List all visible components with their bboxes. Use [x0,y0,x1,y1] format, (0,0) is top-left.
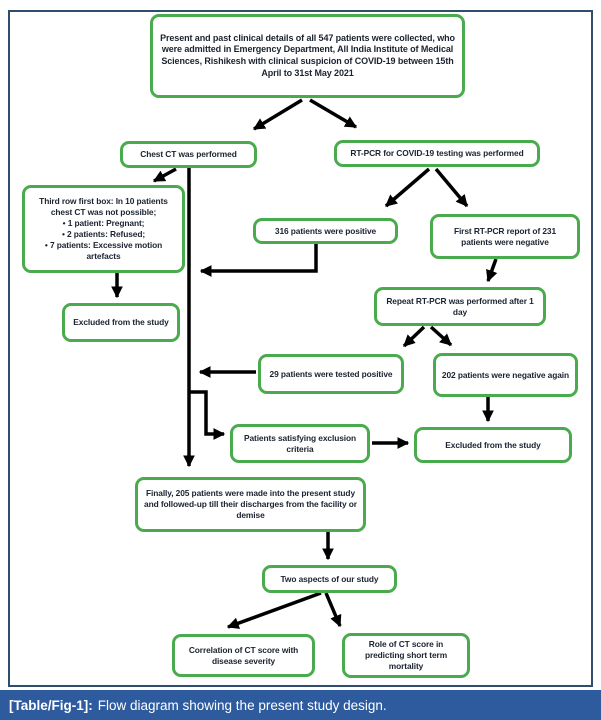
ct-not-possible-bullet-pregnant: 1 patient: Pregnant; [30,218,177,229]
node-rtpcr-performed: RT-PCR for COVID-19 testing was performe… [334,140,540,167]
node-chest-ct-performed: Chest CT was performed [120,141,257,168]
node-202-negative-again: 202 patients were negative again [433,353,578,397]
caption-tag: [Table/Fig-1]: [9,697,93,713]
node-two-aspects: Two aspects of our study [262,565,397,593]
figure-caption: [Table/Fig-1]: Flow diagram showing the … [0,690,601,720]
node-final-205: Finally, 205 patients were made into the… [135,477,366,532]
ct-not-possible-bullet-motion: 7 patients: Excessive motion artefacts [30,240,177,262]
ct-not-possible-intro: Third row first box: In 10 patients ches… [39,196,168,218]
node-ct-severity: Correlation of CT score with disease sev… [172,634,315,677]
node-first-rtpcr-negative: First RT-PCR report of 231 patients were… [430,214,580,259]
node-excluded-left: Excluded from the study [62,303,180,342]
caption-text: Flow diagram showing the present study d… [97,697,387,713]
ct-not-possible-bullet-refused: 2 patients: Refused; [30,229,177,240]
node-excluded-right: Excluded from the study [414,427,572,463]
node-exclusion-criteria: Patients satisfying exclusion criteria [230,424,370,463]
node-29-tested-positive: 29 patients were tested positive [258,354,404,394]
node-patient-collection: Present and past clinical details of all… [150,14,465,98]
node-repeat-rtpcr: Repeat RT-PCR was performed after 1 day [374,287,546,326]
node-316-positive: 316 patients were positive [253,218,398,244]
node-ct-mortality: Role of CT score in predicting short ter… [342,633,470,678]
node-ct-not-possible: Third row first box: In 10 patients ches… [22,185,185,273]
